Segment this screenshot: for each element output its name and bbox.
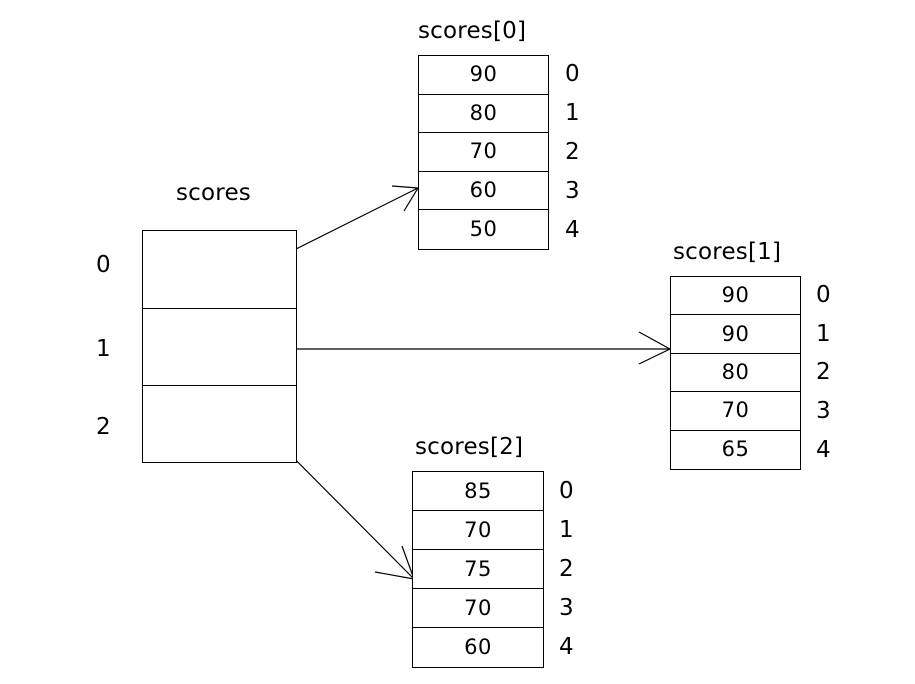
pointer-array-index-2: 2 — [96, 414, 111, 440]
pointer-array-box — [142, 230, 297, 463]
scores0-index-1: 1 — [565, 100, 580, 126]
scores0-cell-0[interactable]: 90 — [419, 56, 548, 95]
scores0-title: scores[0] — [418, 18, 527, 44]
pointer-array-cell-2[interactable] — [143, 386, 296, 464]
pointer-array-index-0: 0 — [96, 252, 111, 278]
pointer-array-title: scores — [176, 180, 251, 206]
pointer-array-cell-0[interactable] — [143, 231, 296, 309]
scores2-cell-0[interactable]: 85 — [413, 472, 543, 511]
scores1-index-1: 1 — [816, 321, 831, 347]
scores1-cell-4[interactable]: 65 — [721, 437, 750, 462]
scores2-cell-2[interactable]: 75 — [413, 550, 543, 589]
scores2-index-0: 0 — [559, 478, 574, 504]
scores1-cell-3[interactable]: 70 — [671, 392, 800, 431]
pointer-array-cell-1[interactable] — [143, 309, 296, 387]
scores0-index-4: 4 — [565, 217, 580, 243]
scores2-box: 85 70 75 70 60 — [412, 471, 544, 668]
scores0-cell-1[interactable]: 80 — [419, 95, 548, 134]
scores2-index-2: 2 — [559, 556, 574, 582]
scores1-title: scores[1] — [673, 239, 782, 265]
scores2-cell-3[interactable]: 70 — [413, 589, 543, 628]
scores1-index-3: 3 — [816, 398, 831, 424]
scores1-index-0: 0 — [816, 282, 831, 308]
arrow-pointer-1-to-scores1 — [250, 331, 671, 365]
scores2-title: scores[2] — [415, 434, 524, 460]
scores0-index-0: 0 — [565, 61, 580, 87]
scores2-index-3: 3 — [559, 595, 574, 621]
scores1-cell-0[interactable]: 90 — [671, 277, 800, 316]
scores2-index-4: 4 — [559, 634, 574, 660]
scores2-cell-1[interactable]: 70 — [413, 511, 543, 550]
scores2-cell-4[interactable]: 60 — [464, 635, 492, 659]
scores1-cell-2[interactable]: 80 — [671, 354, 800, 393]
scores2-index-1: 1 — [559, 517, 574, 543]
scores0-index-2: 2 — [565, 139, 580, 165]
pointer-array-index-1: 1 — [96, 336, 111, 362]
scores0-cell-2[interactable]: 70 — [419, 133, 548, 172]
scores1-cell-1[interactable]: 90 — [671, 315, 800, 354]
scores0-cell-3[interactable]: 60 — [419, 172, 548, 211]
scores0-cell-4[interactable]: 50 — [469, 217, 498, 242]
scores1-index-4: 4 — [816, 437, 831, 463]
scores0-box: 90 80 70 60 50 — [418, 55, 549, 250]
scores0-index-3: 3 — [565, 178, 580, 204]
scores1-index-2: 2 — [816, 359, 831, 385]
scores1-box: 90 90 80 70 65 — [670, 276, 801, 470]
